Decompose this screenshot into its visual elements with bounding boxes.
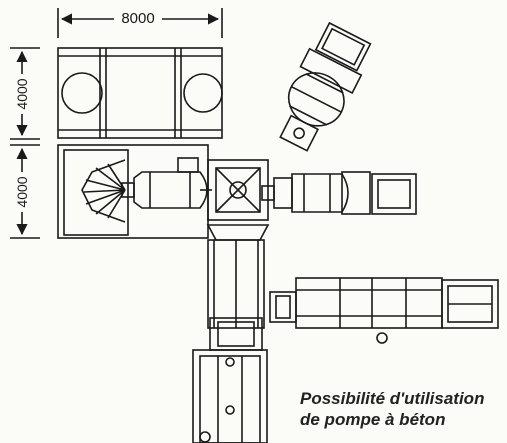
height-top-dimension-label: 4000 (14, 74, 30, 114)
storage-bays-block (57, 47, 223, 139)
concrete-pump-caption: Possibilité d'utilisation de pompe à bét… (300, 388, 484, 430)
mixer-block (57, 144, 209, 239)
truck-bottom (192, 317, 268, 443)
caption-line-2: de pompe à béton (300, 410, 446, 429)
height-bottom-dimension-label: 4000 (14, 172, 30, 212)
conveyor-belt (207, 239, 265, 329)
truck-angled (279, 21, 372, 152)
central-hopper (206, 159, 270, 241)
width-dimension-label: 8000 (114, 10, 162, 27)
concrete-pump-truck (269, 277, 499, 344)
mixer-drum (121, 157, 212, 209)
truck-right (261, 171, 417, 215)
caption-line-1: Possibilité d'utilisation (300, 389, 485, 408)
